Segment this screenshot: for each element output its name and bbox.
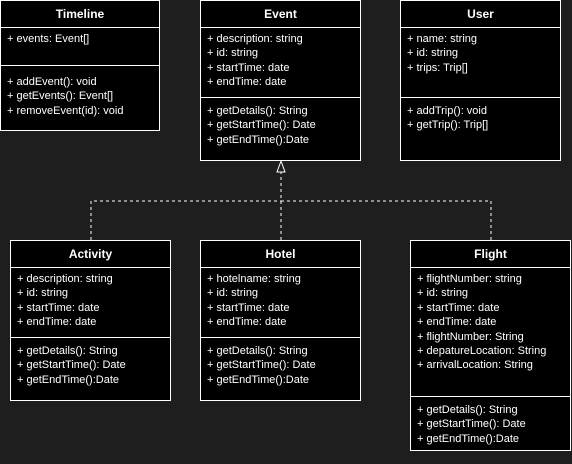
attribute: + name: string <box>407 33 478 45</box>
attribute: + flightNumber: string <box>417 273 522 285</box>
class-user[interactable]: User + name: string + id: string + trips… <box>400 0 561 161</box>
inheritance-arrowhead <box>276 159 286 173</box>
method: + getStartTime(): Date <box>207 359 316 372</box>
attribute: + flightNumber: String <box>417 330 524 343</box>
attribute: + endTime: date <box>17 316 97 329</box>
class-hotel-methods: + getDetails(): String + getStartTime():… <box>201 338 360 387</box>
class-flight-name: Flight <box>411 241 570 268</box>
method: + getEndTime():Date <box>17 373 119 386</box>
attribute: + endTime: date <box>207 316 287 329</box>
attribute: + depatureLocation: String <box>417 345 547 358</box>
attribute: + id: string <box>207 287 259 300</box>
attribute: + id: string <box>407 47 459 60</box>
class-timeline-methods: + addEvent(): void + getEvents(): Event[… <box>1 66 159 118</box>
method: + getEndTime():Date <box>417 432 519 445</box>
class-user-name: User <box>401 1 560 28</box>
attribute: + id: string <box>417 287 469 300</box>
class-event-methods: + getDetails(): String + getStartTime():… <box>201 98 360 147</box>
attribute: + startTime: date <box>417 301 500 314</box>
method: + getDetails(): String <box>17 345 118 357</box>
method: + removeEvent(id): void <box>7 104 124 117</box>
class-activity-methods: + getDetails(): String + getStartTime():… <box>11 338 170 387</box>
method: + getDetails(): String <box>207 345 308 357</box>
class-flight-attributes: + flightNumber: string + id: string + st… <box>411 268 570 397</box>
method: + getStartTime(): Date <box>207 119 316 132</box>
class-activity-attributes: + description: string + id: string + sta… <box>11 268 170 338</box>
class-timeline[interactable]: Timeline + events: Event[] + addEvent():… <box>0 0 160 131</box>
method: + getStartTime(): Date <box>17 359 126 372</box>
class-timeline-attributes: + events: Event[] <box>1 28 159 66</box>
class-event-attributes: + description: string + id: string + sta… <box>201 28 360 98</box>
method: + getEvents(): Event[] <box>7 90 114 103</box>
method: + addTrip(): void <box>407 105 487 117</box>
method: + getEndTime():Date <box>207 373 309 386</box>
class-flight-methods: + getDetails(): String + getStartTime():… <box>411 397 570 446</box>
attribute: + id: string <box>207 47 259 60</box>
method: + getDetails(): String <box>207 105 308 117</box>
method: + addEvent(): void <box>7 76 97 88</box>
class-user-attributes: + name: string + id: string + trips: Tri… <box>401 28 560 98</box>
attribute: + hotelname: string <box>207 273 301 285</box>
attribute: + id: string <box>17 287 69 300</box>
method: + getEndTime():Date <box>207 133 309 146</box>
attribute: + description: string <box>17 273 113 285</box>
class-activity[interactable]: Activity + description: string + id: str… <box>10 240 171 401</box>
attribute: + arrivalLocation: String <box>417 359 533 372</box>
class-event-name: Event <box>201 1 360 28</box>
attribute: + startTime: date <box>207 61 290 74</box>
class-activity-name: Activity <box>11 241 170 268</box>
realization-line-activity-event <box>90 200 281 240</box>
method: + getDetails(): String <box>417 404 518 416</box>
class-flight[interactable]: Flight + flightNumber: string + id: stri… <box>410 240 571 451</box>
class-event[interactable]: Event + description: string + id: string… <box>200 0 361 161</box>
attribute: + endTime: date <box>417 316 497 329</box>
class-hotel-attributes: + hotelname: string + id: string + start… <box>201 268 360 338</box>
attribute: + endTime: date <box>207 76 287 89</box>
class-hotel-name: Hotel <box>201 241 360 268</box>
class-timeline-name: Timeline <box>1 1 159 28</box>
attribute: + events: Event[] <box>7 33 90 45</box>
attribute: + startTime: date <box>207 301 290 314</box>
method: + getTrip(): Trip[] <box>407 119 489 132</box>
realization-line-flight-event <box>281 200 492 240</box>
attribute: + startTime: date <box>17 301 100 314</box>
class-user-methods: + addTrip(): void + getTrip(): Trip[] <box>401 98 560 133</box>
attribute: + description: string <box>207 33 303 45</box>
class-hotel[interactable]: Hotel + hotelname: string + id: string +… <box>200 240 361 401</box>
method: + getStartTime(): Date <box>417 418 526 431</box>
attribute: + trips: Trip[] <box>407 61 468 74</box>
